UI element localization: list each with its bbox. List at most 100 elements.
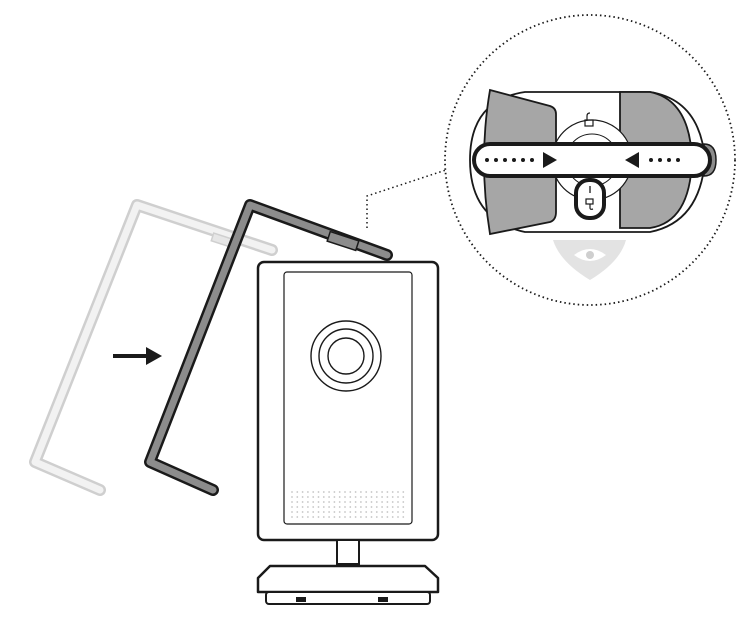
dot [386, 491, 389, 493]
dot [360, 501, 362, 503]
dot [301, 491, 304, 493]
dot [312, 506, 315, 508]
dot [397, 511, 399, 513]
dot [503, 158, 507, 162]
dot [370, 496, 373, 498]
dot [344, 506, 346, 508]
dot [402, 511, 405, 513]
dot [333, 511, 336, 513]
dot [322, 506, 325, 508]
dot [296, 496, 299, 498]
dot [402, 506, 405, 508]
dot [307, 496, 309, 498]
dot [301, 496, 304, 498]
dot [667, 158, 671, 162]
dot [649, 158, 653, 162]
dot [328, 491, 330, 493]
dot [344, 501, 346, 503]
dot [365, 491, 368, 493]
dot [291, 496, 293, 498]
dot [333, 496, 336, 498]
dot [521, 158, 525, 162]
dot [301, 506, 304, 508]
dot [312, 516, 315, 518]
dot [291, 501, 293, 503]
lock-icon [585, 186, 594, 210]
dot [370, 501, 373, 503]
dot [365, 516, 368, 518]
dot [296, 506, 299, 508]
dot [301, 501, 304, 503]
dot [397, 496, 399, 498]
lens [327, 337, 365, 375]
dot [530, 158, 534, 162]
dot [322, 501, 325, 503]
slider-track [472, 142, 712, 178]
dot [349, 516, 352, 518]
dot [397, 506, 399, 508]
dot [386, 496, 389, 498]
dot [291, 511, 293, 513]
dot [360, 516, 362, 518]
dot [338, 491, 341, 493]
lens-ring [310, 320, 382, 392]
dot [322, 516, 325, 518]
dot [375, 506, 378, 508]
dot [676, 158, 680, 162]
dot [338, 511, 341, 513]
dot [402, 501, 405, 503]
dot [291, 516, 293, 518]
dot [322, 496, 325, 498]
dot [322, 491, 325, 493]
dot [333, 506, 336, 508]
dot [296, 501, 299, 503]
dot [317, 506, 320, 508]
dot [381, 511, 383, 513]
dot [296, 511, 299, 513]
dot [312, 491, 315, 493]
dot [354, 496, 357, 498]
dot [397, 516, 399, 518]
callout-leader [366, 169, 447, 228]
dot [375, 511, 378, 513]
dot [381, 496, 383, 498]
dot [344, 511, 346, 513]
dot [386, 506, 389, 508]
ghost-bracket [29, 199, 278, 496]
dot [307, 501, 309, 503]
dotted-arrow-left [485, 158, 534, 162]
dot [307, 491, 309, 493]
dot [291, 491, 293, 493]
dot [317, 511, 320, 513]
dot [291, 506, 293, 508]
dot [349, 511, 352, 513]
dot [386, 516, 389, 518]
dot [360, 491, 362, 493]
dot [333, 516, 336, 518]
dot [397, 501, 399, 503]
dot [391, 516, 394, 518]
arrow-left-icon [625, 152, 639, 168]
dot [354, 516, 357, 518]
dot [375, 491, 378, 493]
dot [317, 496, 320, 498]
dot [391, 496, 394, 498]
dot [333, 491, 336, 493]
dot [307, 506, 309, 508]
dot [307, 511, 309, 513]
dot [381, 491, 383, 493]
dot [338, 506, 341, 508]
mount-bracket [144, 199, 393, 496]
arrow-right-icon [543, 152, 557, 168]
dot [328, 516, 330, 518]
dot [328, 501, 330, 503]
dot [375, 501, 378, 503]
dot [402, 496, 405, 498]
dot [360, 496, 362, 498]
dot [312, 496, 315, 498]
eye-icon [574, 249, 606, 261]
dot [301, 511, 304, 513]
dot [349, 506, 352, 508]
dot [312, 511, 315, 513]
